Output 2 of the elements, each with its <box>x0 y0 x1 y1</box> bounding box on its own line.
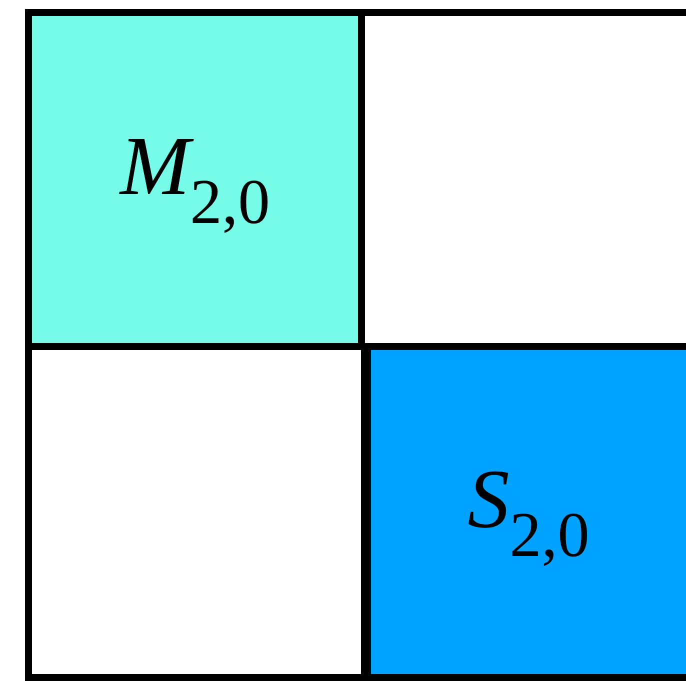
block-label: S$_{2,0}$ <box>468 458 590 566</box>
block-label: M$_{2,0}$ <box>120 125 270 234</box>
